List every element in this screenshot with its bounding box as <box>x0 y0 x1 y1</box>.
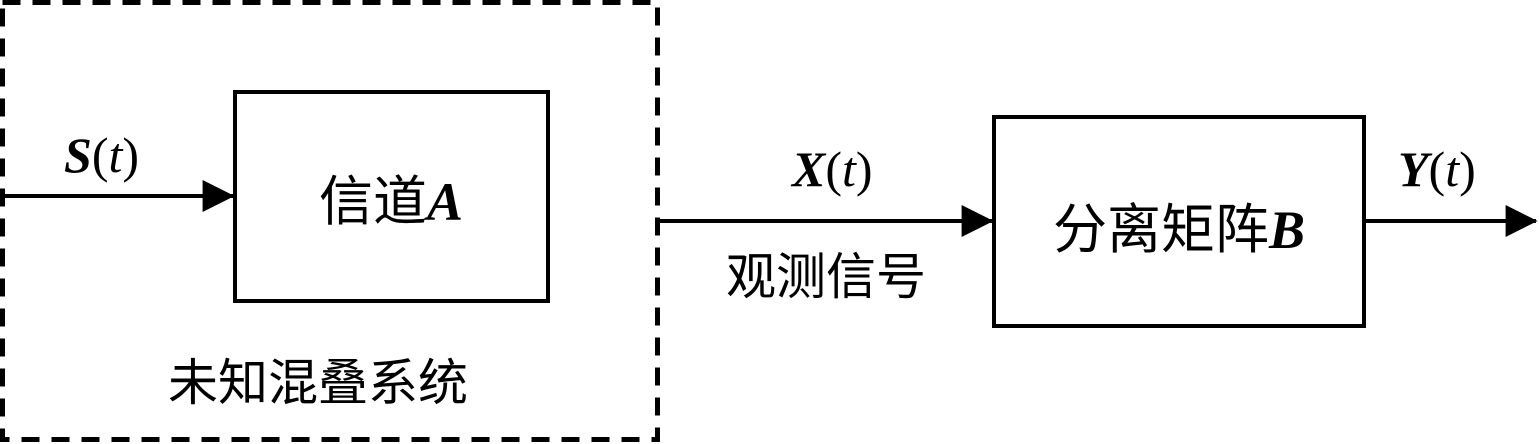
observed-signal-arg: t <box>842 141 857 197</box>
unknown-mixing-system-label: 未知混叠系统 <box>168 354 468 412</box>
output-signal-close-paren: ) <box>1459 141 1476 197</box>
channel-block-label: 信道A <box>319 170 463 233</box>
output-signal-label: Y(t) <box>1398 141 1476 197</box>
observed-signal-close-paren: ) <box>856 141 873 197</box>
observed-signal-symbol: X <box>790 141 827 197</box>
source-signal-open-paren: ( <box>92 127 109 183</box>
output-signal-arg: t <box>1445 141 1460 197</box>
source-signal-symbol: S <box>64 127 92 183</box>
unknown-mixing-system-boundary <box>0 0 660 442</box>
observed-signal-label: X(t) <box>790 141 873 197</box>
output-signal-open-paren: ( <box>1429 141 1446 197</box>
separation-matrix-symbol: B <box>1268 200 1305 260</box>
separation-matrix-block <box>992 115 1366 328</box>
separation-matrix-text: 分离矩阵 <box>1053 198 1269 261</box>
channel-block-symbol: A <box>424 172 463 232</box>
source-signal-arg: t <box>108 127 123 183</box>
channel-block <box>233 90 550 303</box>
observed-signal-open-paren: ( <box>825 141 842 197</box>
separation-matrix-label: 分离矩阵B <box>1053 198 1305 261</box>
source-signal-close-paren: ) <box>122 127 139 183</box>
observed-signal-caption: 观测信号 <box>726 248 926 306</box>
output-signal-symbol: Y <box>1398 141 1433 197</box>
channel-block-text: 信道 <box>319 170 427 233</box>
source-signal-label: S(t) <box>64 127 139 183</box>
